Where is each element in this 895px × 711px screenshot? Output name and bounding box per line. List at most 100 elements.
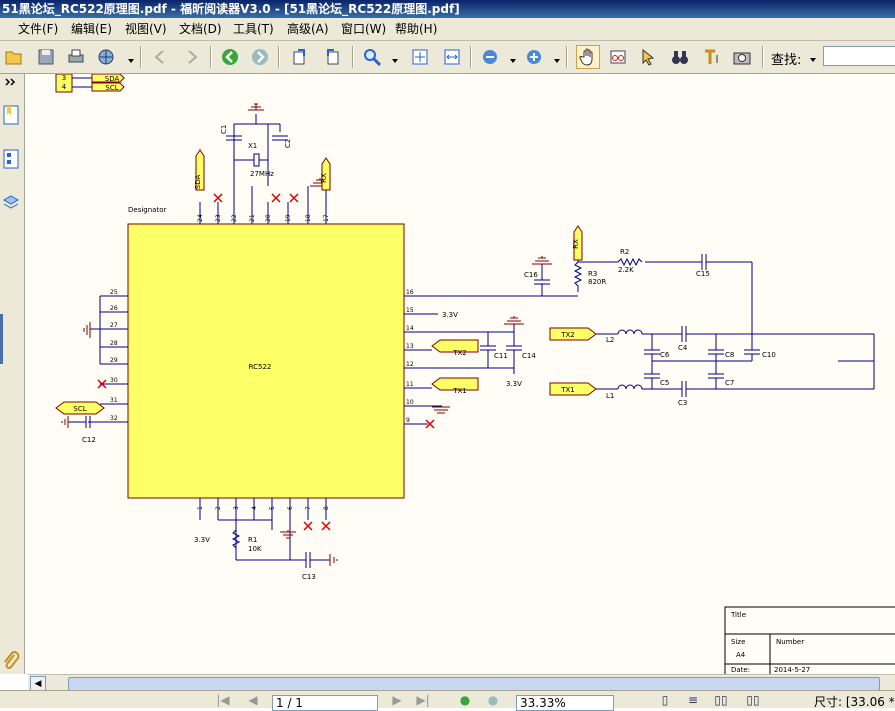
find-input[interactable] (823, 46, 895, 66)
label-c2: C2 (284, 139, 292, 148)
find-dropdown-icon[interactable] (810, 52, 816, 62)
last-page-icon[interactable]: ▶| (416, 693, 430, 707)
back-icon[interactable] (218, 45, 242, 69)
snapshot-glasses-icon[interactable] (606, 45, 630, 69)
continuous-facing-icon[interactable]: ▯▯ (746, 693, 760, 707)
back-status-icon[interactable]: ● (459, 693, 471, 707)
pin-4: 4 (251, 506, 258, 510)
zoom-in-plus-icon[interactable] (522, 45, 546, 69)
facing-icon[interactable]: ▯▯ (714, 693, 728, 707)
select-arrow-icon[interactable] (636, 45, 660, 69)
camera-icon[interactable] (730, 45, 754, 69)
port-tx2-chip: TX2 (452, 349, 467, 357)
title-block-title: Title (730, 611, 746, 619)
rotate-left-icon[interactable] (288, 45, 312, 69)
next-page-icon[interactable]: ▶ (392, 693, 402, 707)
bookmarks-icon[interactable] (0, 102, 22, 128)
print-icon[interactable] (64, 45, 88, 69)
single-page-icon[interactable]: ▯ (661, 693, 669, 707)
pin-8: 8 (323, 506, 330, 510)
forward-icon[interactable] (248, 45, 272, 69)
navigation-sidebar (0, 74, 25, 674)
email-dropdown-icon[interactable] (128, 53, 134, 63)
email-icon[interactable] (94, 45, 118, 69)
label-r3-value: 820R (588, 278, 606, 286)
zoom-out-dropdown-icon[interactable] (510, 53, 516, 63)
layers-icon[interactable] (0, 190, 22, 216)
save-icon[interactable] (34, 45, 58, 69)
status-bar: |◀ ◀ ▶ ▶| ● ● ▯ ≡ ▯▯ ▯▯ (0, 690, 895, 708)
pin-10: 10 (406, 399, 414, 406)
zoom-level-select[interactable]: 33.33% (516, 695, 614, 711)
rotate-right-icon[interactable] (320, 45, 344, 69)
pages-thumbnails-icon[interactable] (0, 146, 22, 172)
label-c13: C13 (302, 573, 316, 581)
fit-width-icon[interactable] (440, 45, 464, 69)
pin-13: 13 (406, 343, 414, 350)
pin-6: 6 (287, 506, 294, 510)
zoom-in-dropdown-icon[interactable] (554, 53, 560, 63)
pin-15: 15 (406, 307, 414, 314)
menu-document[interactable]: 文档(D) (179, 22, 222, 36)
previous-view-icon[interactable] (148, 45, 172, 69)
menu-advanced[interactable]: 高级(A) (287, 22, 329, 36)
window-title: 51黑论坛_RC522原理图.pdf - 福昕阅读器V3.0 - [51黑论坛_… (2, 2, 460, 16)
pin-32: 32 (110, 415, 118, 422)
label-l2: L2 (606, 336, 614, 344)
zoom-level-value: 33.33% (520, 696, 566, 710)
page-size-readout: 尺寸: [33.06 * (814, 695, 895, 709)
title-block-size-value: A4 (736, 651, 746, 659)
find-label: 查找: (771, 53, 802, 68)
header-pin-4: 4 (62, 83, 67, 91)
menu-edit[interactable]: 编辑(E) (71, 22, 112, 36)
label-3v3-c14: 3.3V (506, 380, 522, 388)
expand-sidebar-icon[interactable] (0, 76, 22, 88)
label-r2: R2 (620, 248, 629, 256)
schematic-drawing: SDA RX RX SCL TX2 TX1 TX2 TX1 SDA SCL 3 … (55, 74, 895, 674)
label-27mhz: 27MHz (250, 170, 274, 178)
scroll-left-icon[interactable]: ◀ (30, 676, 46, 692)
menu-window[interactable]: 窗口(W) (341, 22, 387, 36)
zoom-in-icon[interactable] (360, 45, 384, 69)
continuous-icon[interactable]: ≡ (687, 693, 699, 707)
fit-page-icon[interactable] (408, 45, 432, 69)
horizontal-scrollbar[interactable]: ◀ (28, 674, 895, 692)
pin-27: 27 (110, 322, 118, 329)
menu-help[interactable]: 帮助(H) (395, 22, 438, 36)
label-l1: L1 (606, 392, 614, 400)
header-pin-3: 3 (62, 74, 66, 82)
first-page-icon[interactable]: |◀ (216, 693, 230, 707)
menu-tools[interactable]: 工具(T) (233, 22, 274, 36)
pin-3: 3 (233, 506, 240, 510)
pin-26: 26 (110, 305, 118, 312)
label-c15: C15 (696, 270, 710, 278)
label-r1-value: 10K (248, 545, 262, 553)
scrollbar-thumb[interactable] (68, 677, 880, 691)
port-sda-header: SDA (105, 75, 120, 83)
label-c5: C5 (660, 379, 669, 387)
pin-9: 9 (406, 417, 410, 424)
pin-22: 22 (231, 214, 238, 222)
port-sda-top: SDA (194, 175, 202, 190)
find-binoculars-icon[interactable] (668, 45, 692, 69)
zoom-out-minus-icon[interactable] (478, 45, 502, 69)
forward-status-icon[interactable]: ● (487, 693, 499, 707)
attachments-icon[interactable] (0, 648, 22, 674)
open-icon[interactable] (2, 45, 26, 69)
zoom-dropdown-icon[interactable] (392, 53, 398, 63)
label-c14: C14 (522, 352, 536, 360)
label-c12: C12 (82, 436, 96, 444)
sidebar-splitter[interactable] (0, 314, 3, 364)
menu-view[interactable]: 视图(V) (125, 22, 167, 36)
menu-bar: 文件(F) 编辑(E) 视图(V) 文档(D) 工具(T) 高级(A) 窗口(W… (0, 18, 895, 41)
text-tool-icon[interactable] (700, 45, 724, 69)
label-r3: R3 (588, 270, 597, 278)
prev-page-icon[interactable]: ◀ (248, 693, 258, 707)
menu-file[interactable]: 文件(F) (18, 22, 59, 36)
hand-icon[interactable] (576, 45, 600, 69)
next-view-icon[interactable] (180, 45, 204, 69)
port-scl-left: SCL (73, 405, 86, 413)
page-number-input[interactable]: 1 / 1 (272, 695, 378, 711)
label-c7: C7 (725, 379, 734, 387)
label-c8: C8 (725, 351, 734, 359)
